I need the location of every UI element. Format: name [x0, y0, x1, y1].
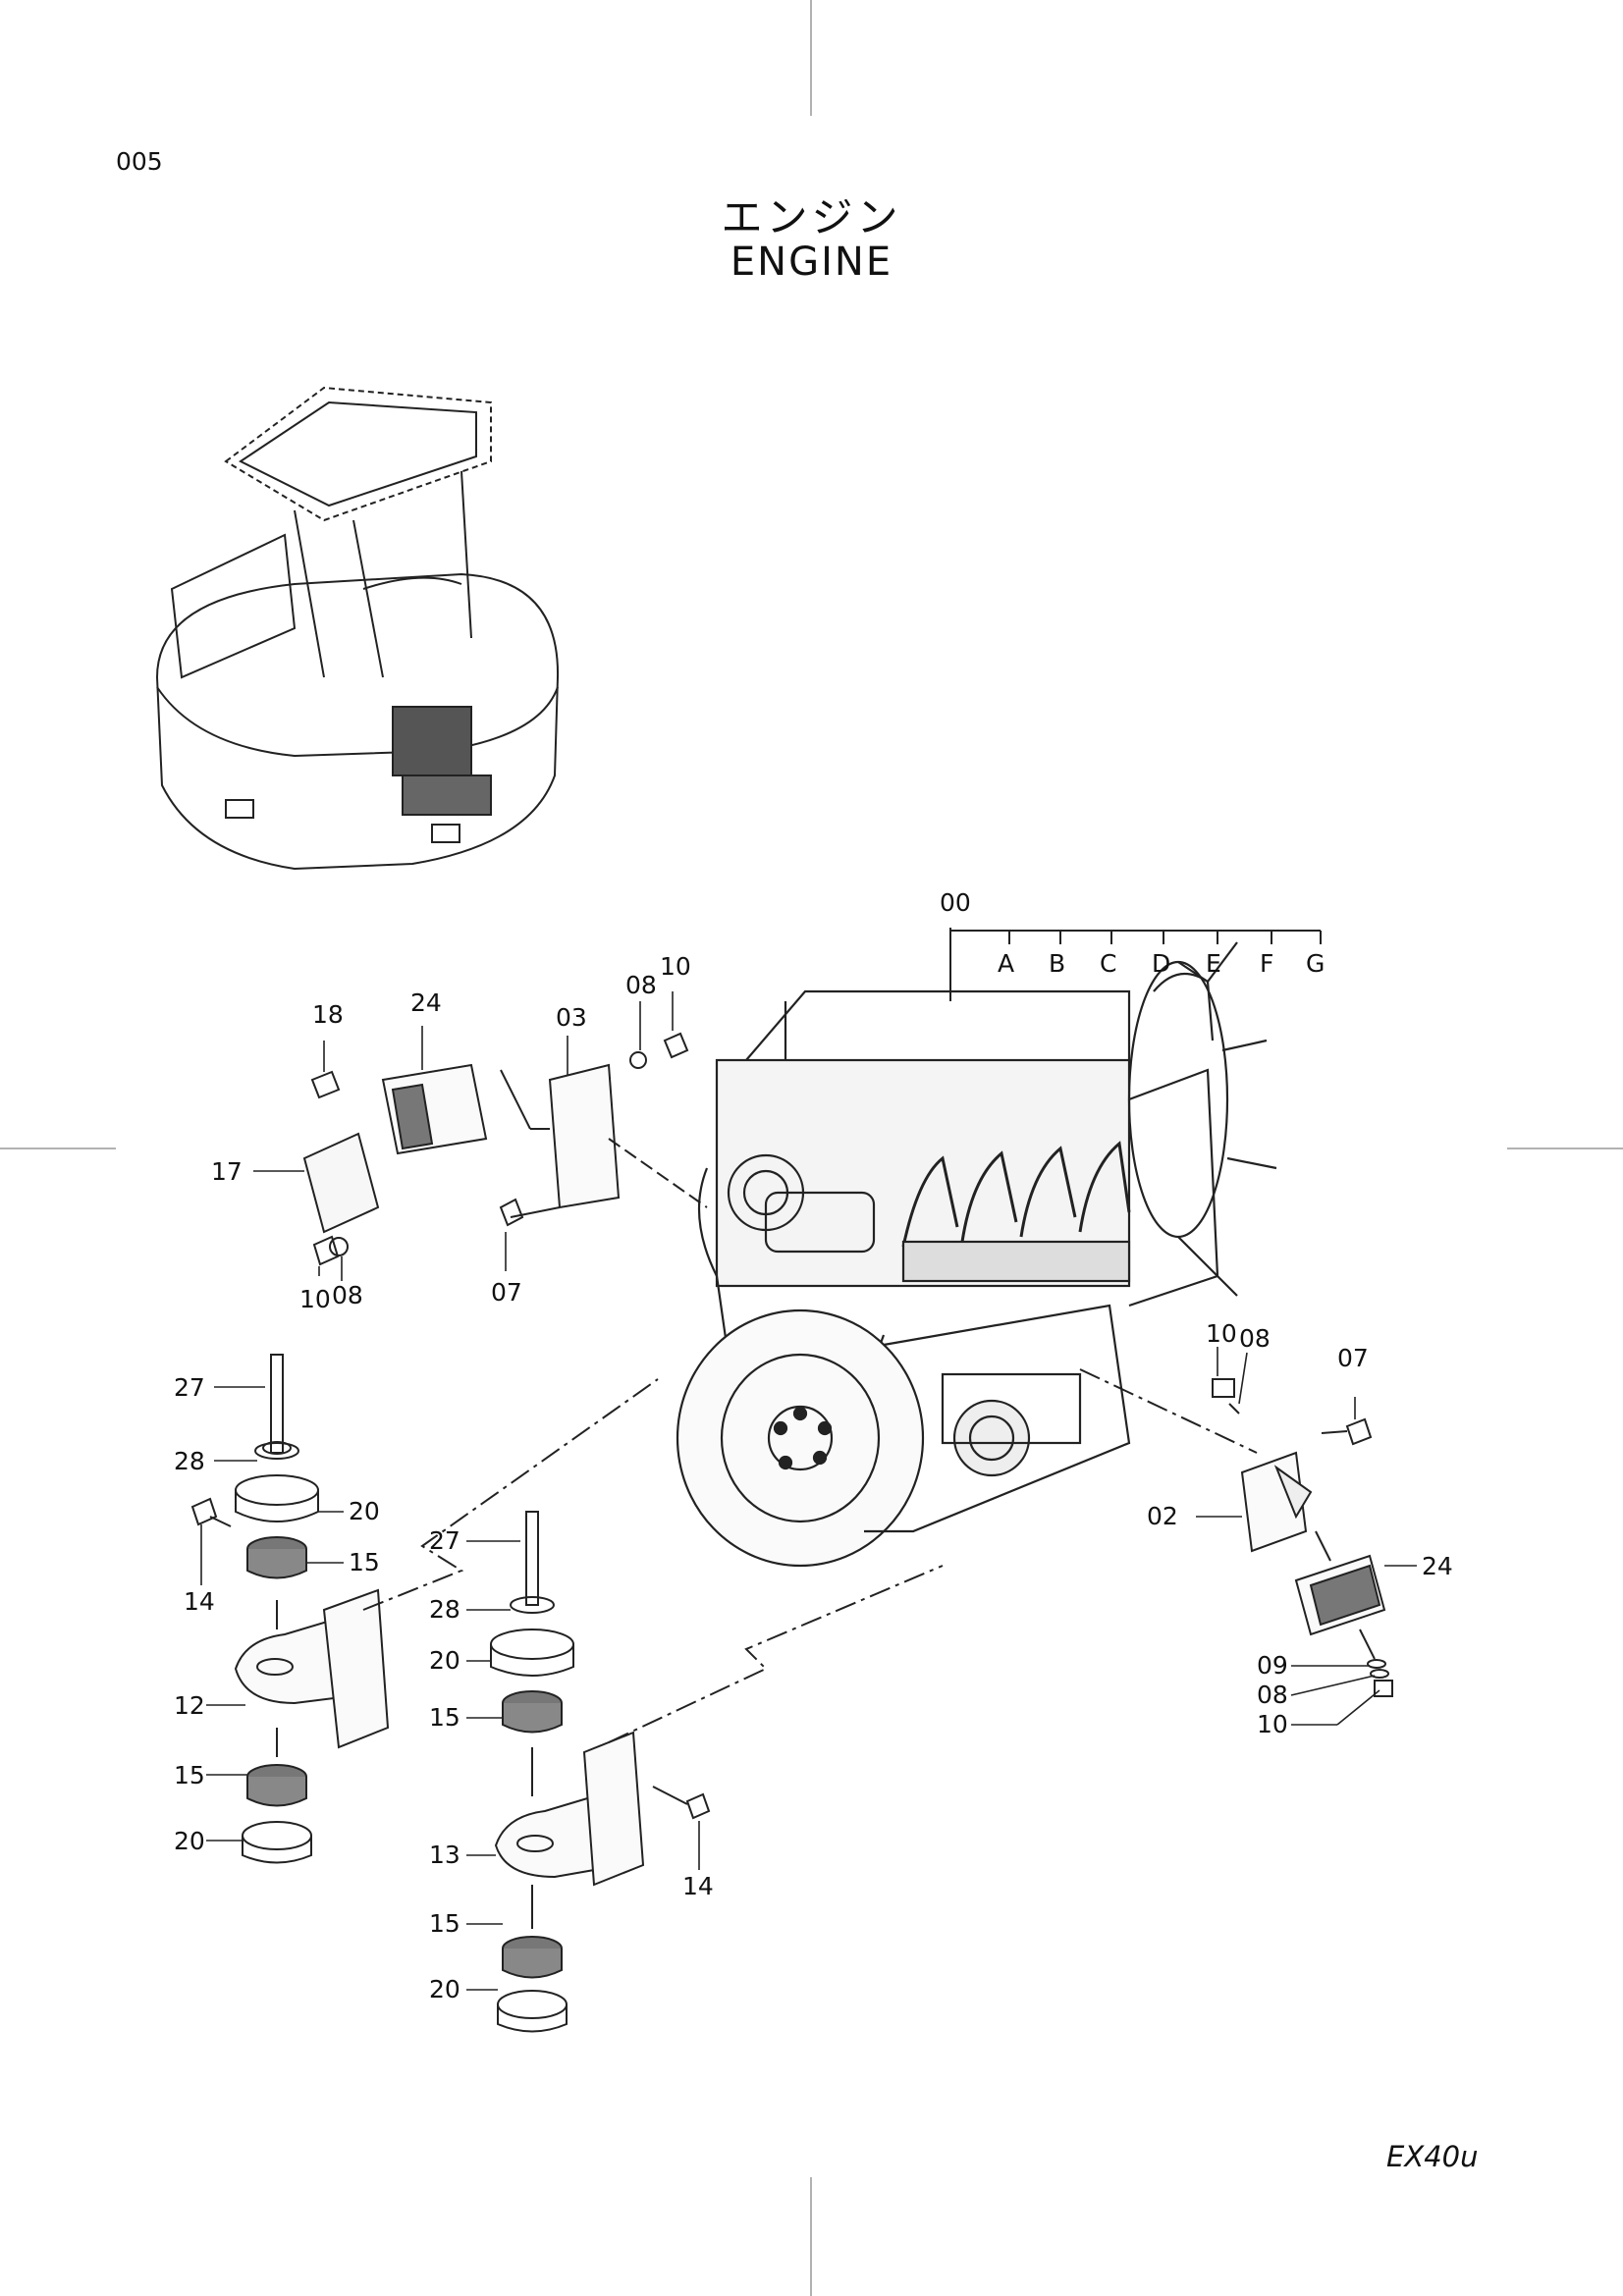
callout-08: 08	[1257, 1681, 1288, 1709]
callout-15: 15	[174, 1761, 205, 1789]
callout-08: 08	[332, 1281, 363, 1309]
callout-07: 07	[491, 1278, 522, 1307]
page-title-japanese: エンジン	[721, 193, 902, 241]
callout-28: 28	[174, 1447, 205, 1475]
callout-15: 15	[429, 1909, 460, 1938]
callout-20: 20	[349, 1497, 380, 1525]
variant-label: B	[1049, 949, 1065, 978]
callout-10: 10	[1257, 1710, 1288, 1738]
callout-28: 28	[429, 1595, 460, 1624]
injector-pipes	[901, 1141, 1131, 1248]
assembly-lines	[362, 1368, 1258, 1743]
callout-12: 12	[174, 1691, 205, 1720]
variant-label: D	[1152, 949, 1170, 978]
page-title: ENGINE	[730, 240, 893, 285]
callout-20: 20	[429, 1646, 460, 1675]
callout-10: 10	[299, 1285, 331, 1313]
excavator-overview-illustration	[155, 386, 560, 871]
callout-15: 15	[429, 1703, 460, 1732]
callout-17: 17	[211, 1157, 243, 1186]
model-code: EX40u	[1386, 2140, 1479, 2173]
right-mount-parts	[1212, 1378, 1393, 1697]
callout-20: 20	[429, 1975, 460, 2003]
callout-00: 00	[940, 888, 971, 917]
callout-03: 03	[556, 1003, 587, 1032]
engine-illustration	[676, 941, 1277, 1568]
variant-label: F	[1260, 949, 1273, 978]
callout-24: 24	[1422, 1552, 1453, 1580]
page-number: 005	[116, 147, 163, 176]
callout-24: 24	[410, 988, 442, 1017]
callout-07: 07	[1337, 1344, 1369, 1372]
callout-14: 14	[184, 1587, 215, 1616]
callout-10: 10	[1206, 1319, 1237, 1348]
callout-08: 08	[1239, 1324, 1271, 1353]
callout-15: 15	[349, 1548, 380, 1576]
variant-label: A	[998, 949, 1014, 978]
callout-27: 27	[174, 1373, 205, 1402]
variant-bracket	[949, 928, 1322, 1001]
left-mount-stack	[190, 1354, 390, 1864]
callout-09: 09	[1257, 1651, 1288, 1680]
variant-label: G	[1306, 949, 1325, 978]
callout-14: 14	[682, 1872, 714, 1900]
variant-label: C	[1100, 949, 1116, 978]
variant-label: E	[1206, 949, 1221, 978]
callout-20: 20	[174, 1827, 205, 1855]
front-mount-parts	[302, 1032, 708, 1266]
center-mount-stack	[490, 1511, 711, 2033]
callout-13: 13	[429, 1841, 460, 1869]
callout-02: 02	[1147, 1502, 1178, 1530]
callout-10: 10	[660, 952, 691, 981]
callout-18: 18	[312, 1000, 344, 1029]
callout-08: 08	[625, 971, 657, 999]
